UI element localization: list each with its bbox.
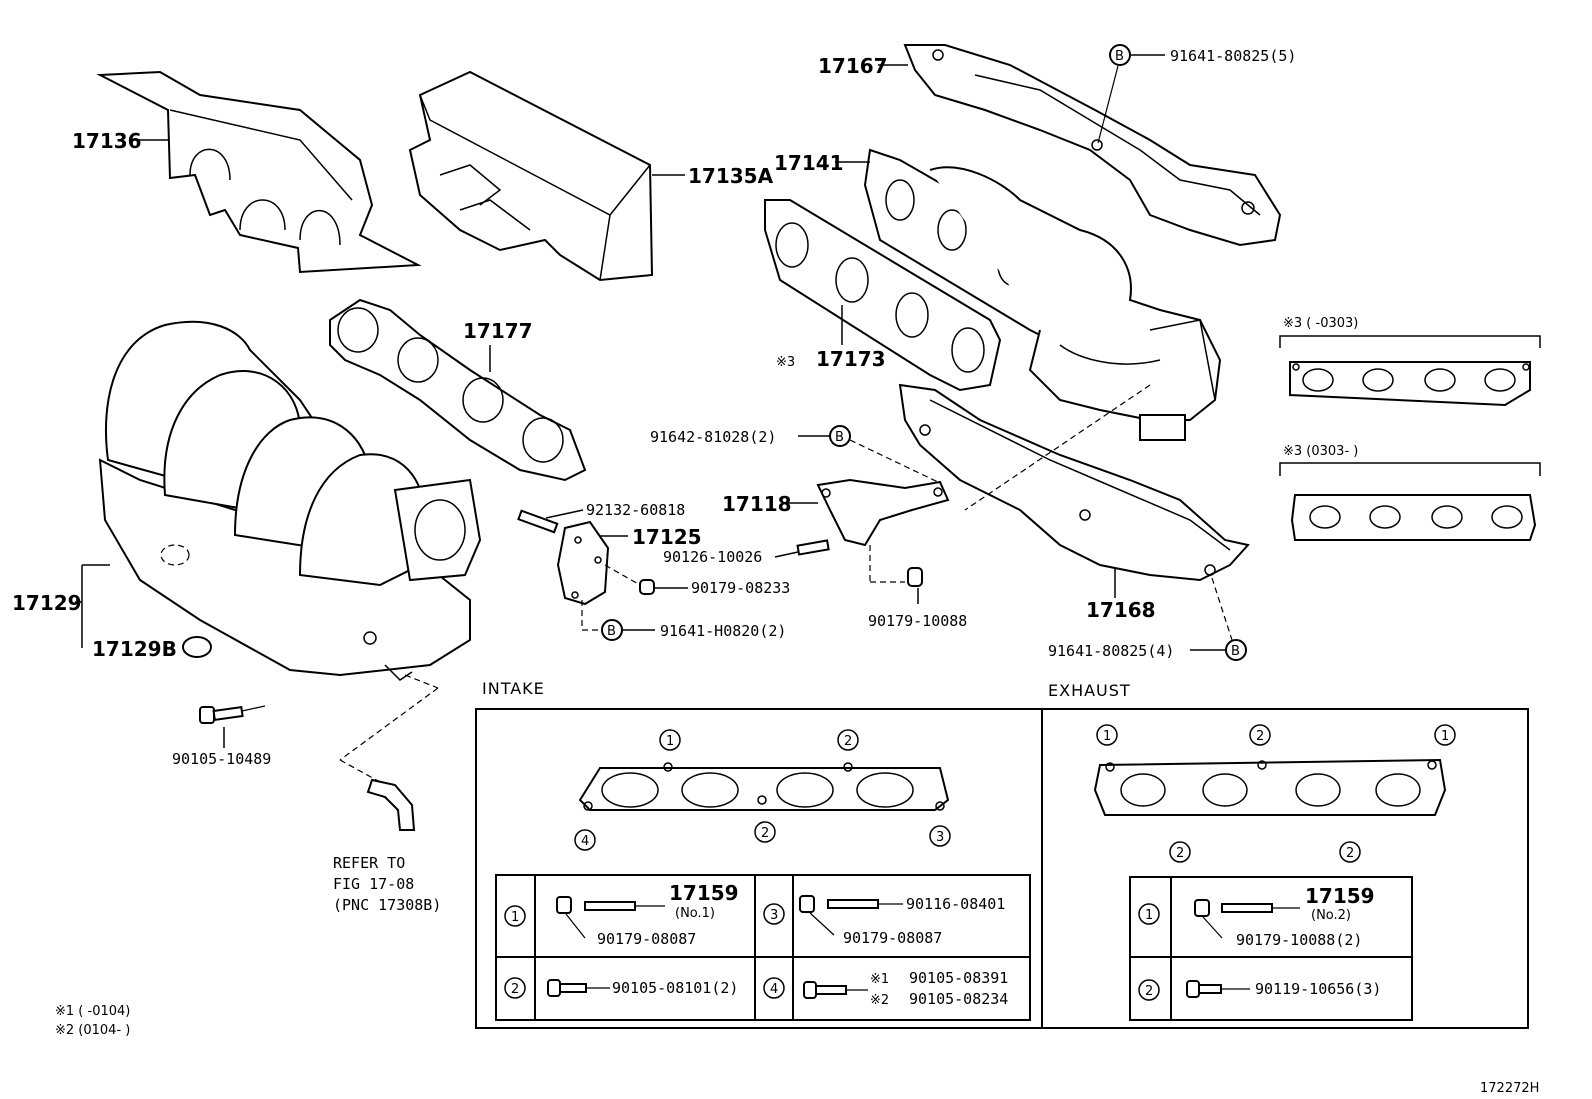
ref-line-1: REFER TO	[333, 854, 405, 872]
intake-gasket-sketch	[578, 762, 950, 811]
b-marker-3: B	[601, 619, 623, 641]
fastener-90105-10489: 90105-10489	[172, 750, 271, 768]
exhaust-gasket-sketch	[1093, 758, 1447, 816]
stud-90126-10026	[796, 539, 830, 556]
exhaust-row1-num: 1	[1145, 908, 1153, 923]
svg-text:2: 2	[844, 734, 852, 749]
svg-text:1: 1	[1441, 729, 1449, 744]
intake-row3-nut: 90179-08087	[843, 929, 942, 947]
svg-text:B: B	[835, 430, 844, 445]
section-intake: INTAKE	[482, 679, 545, 698]
intake-row1-nut: 90179-08087	[597, 930, 696, 948]
gasket-b-range: ※3 (0303- )	[1283, 444, 1358, 459]
callout-17167: 17167	[818, 54, 888, 78]
fastener-90179-10088: 90179-10088	[868, 612, 967, 630]
footnote-1: ※1 ( -0104)	[55, 1004, 130, 1019]
plug-17129b	[182, 636, 212, 658]
callout-17173: 17173	[816, 347, 886, 371]
svg-text:4: 4	[581, 834, 589, 849]
intake-row1-stud-no: (No.1)	[675, 906, 715, 921]
callout-17129b: 17129B	[92, 637, 177, 661]
intake-row4-num: 4	[770, 982, 778, 997]
intake-row2-bolt: 90105-08101(2)	[612, 979, 738, 997]
intake-row3-num: 3	[770, 908, 778, 923]
part-17125-plate	[556, 520, 610, 606]
part-17168-insulator	[898, 383, 1250, 582]
bolt-90105-10489	[199, 705, 244, 724]
intake-row3-stud: 90116-08401	[906, 895, 1005, 913]
b-marker-1: B	[1109, 44, 1131, 66]
callout-17168: 17168	[1086, 598, 1156, 622]
fastener-91641-80825-5: 91641-80825(5)	[1170, 47, 1296, 65]
svg-text:B: B	[1115, 49, 1124, 64]
callout-17177: 17177	[463, 319, 533, 343]
footnote-2: ※2 (0104- )	[55, 1023, 130, 1038]
fastener-92132-60818: 92132-60818	[586, 501, 685, 519]
intake-row4-bolt2: 90105-08234	[909, 990, 1008, 1008]
intake-row1-num: 1	[511, 910, 519, 925]
callout-17129: 17129	[12, 591, 82, 615]
part-17118-bracket	[816, 478, 950, 547]
nut-90179-08233	[639, 579, 655, 595]
stud-92132-60818	[517, 509, 559, 534]
intake-row4-bolt1: 90105-08391	[909, 969, 1008, 987]
svg-text:3: 3	[936, 830, 944, 845]
fastener-90179-08233: 90179-08233	[691, 579, 790, 597]
b-marker-4: B	[1225, 639, 1247, 661]
fastener-91642-81028-2: 91642-81028(2)	[650, 428, 776, 446]
ref-line-3: (PNC 17308B)	[333, 896, 441, 914]
exhaust-row2-bolt: 90119-10656(3)	[1255, 980, 1381, 998]
part-17141-exhaust-manifold	[863, 148, 1222, 441]
intake-row2-num: 2	[511, 982, 519, 997]
gasket-a-range: ※3 ( -0303)	[1283, 316, 1358, 331]
callout-17135a: 17135A	[688, 164, 774, 188]
callout-17125: 17125	[632, 525, 702, 549]
figure-id: 172272H	[1480, 1081, 1539, 1096]
fastener-tables-frame	[475, 708, 1529, 1029]
part-17167-insulator	[903, 44, 1282, 247]
svg-text:2: 2	[1176, 846, 1184, 861]
part-17129-intake-manifold	[98, 320, 482, 681]
svg-text:2: 2	[761, 826, 769, 841]
part-17173-gasket	[764, 199, 1002, 392]
section-exhaust: EXHAUST	[1048, 681, 1131, 700]
fastener-91641-h0820-2: 91641-H0820(2)	[660, 622, 786, 640]
part-17136-insulator	[96, 70, 422, 274]
svg-text:1: 1	[1103, 729, 1111, 744]
svg-text:B: B	[1231, 644, 1240, 659]
svg-text:1: 1	[666, 734, 674, 749]
part-17135a-cover	[408, 70, 654, 282]
nut-90179-10088	[907, 567, 923, 587]
gasket-variant-a	[1289, 361, 1531, 407]
exhaust-fastener-table	[1129, 876, 1413, 1021]
intake-row4-mark1: ※1	[870, 972, 889, 987]
intake-fastener-table	[495, 874, 1031, 1021]
exhaust-row1-stud: 17159	[1305, 884, 1375, 908]
svg-text:2: 2	[1256, 729, 1264, 744]
gasket-variant-b	[1290, 494, 1537, 541]
svg-text:2: 2	[1346, 846, 1354, 861]
exhaust-row1-stud-no: (No.2)	[1311, 908, 1351, 923]
callout-17136: 17136	[72, 129, 142, 153]
ref-line-2: FIG 17-08	[333, 875, 414, 893]
callout-17118: 17118	[722, 492, 792, 516]
b-marker-2: B	[829, 425, 851, 447]
hose-reference	[366, 778, 416, 831]
fastener-91641-80825-4: 91641-80825(4)	[1048, 642, 1174, 660]
part-17177-gasket	[329, 298, 587, 482]
fastener-90126-10026: 90126-10026	[663, 548, 762, 566]
intake-row1-stud: 17159	[669, 881, 739, 905]
svg-text:B: B	[607, 624, 616, 639]
callout-17141: 17141	[774, 151, 844, 175]
intake-row4-mark2: ※2	[870, 993, 889, 1008]
note-mark3: ※3	[776, 355, 795, 370]
exhaust-row1-nut: 90179-10088(2)	[1236, 931, 1362, 949]
exhaust-row2-num: 2	[1145, 984, 1153, 999]
